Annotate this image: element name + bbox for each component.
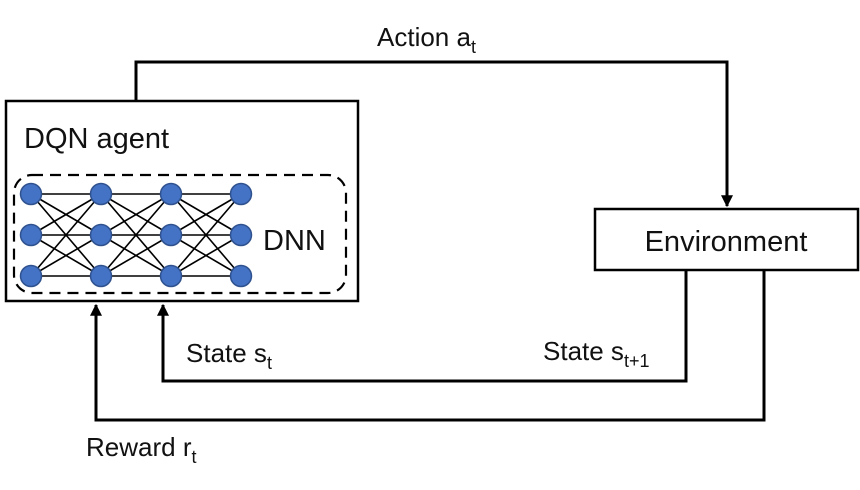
next-state-label-subscript: t+1 <box>624 351 650 371</box>
dnn-edge <box>170 234 242 277</box>
dnn-node <box>229 264 253 288</box>
dnn-label: DNN <box>263 225 326 257</box>
dnn-edge <box>100 193 172 277</box>
state-arrow <box>157 270 688 383</box>
state-label-subscript: t <box>267 353 272 373</box>
action-label-subscript: t <box>471 37 476 57</box>
dnn-node <box>89 264 113 288</box>
dnn-node <box>19 223 43 247</box>
dnn-node <box>159 182 183 206</box>
next-state-label: State st+1 <box>543 336 649 371</box>
environment-box <box>593 207 860 272</box>
reward-label: Reward rt <box>86 432 197 467</box>
dnn-node <box>89 182 113 206</box>
reward-label-main: Reward r <box>86 432 192 462</box>
environment-label: Environment <box>645 226 808 258</box>
dnn-edge <box>100 234 172 277</box>
dnn-container <box>12 173 348 295</box>
dnn-edge <box>170 193 242 277</box>
action-arrow <box>134 60 733 208</box>
dnn-edge <box>170 193 242 236</box>
state-label: State st <box>186 338 272 373</box>
next-state-label-main: State s <box>543 336 624 366</box>
dnn-edge <box>30 193 102 277</box>
dnn-node <box>229 223 253 247</box>
reward-arrow <box>90 270 766 422</box>
dnn-edge <box>30 234 102 277</box>
dnn-node <box>159 223 183 247</box>
dnn-node <box>159 264 183 288</box>
reward-label-subscript: t <box>191 447 196 467</box>
dnn-node <box>19 182 43 206</box>
dnn-node <box>89 223 113 247</box>
action-label-main: Action a <box>377 22 471 52</box>
dnn-edge <box>100 193 172 236</box>
dnn-edges <box>30 193 242 277</box>
dnn-node <box>19 264 43 288</box>
agent-title: DQN agent <box>24 123 169 155</box>
dnn-nodes <box>19 182 253 288</box>
action-label: Action at <box>377 22 476 57</box>
dnn-edge <box>30 193 102 236</box>
state-label-main: State s <box>186 338 267 368</box>
dnn-node <box>229 182 253 206</box>
